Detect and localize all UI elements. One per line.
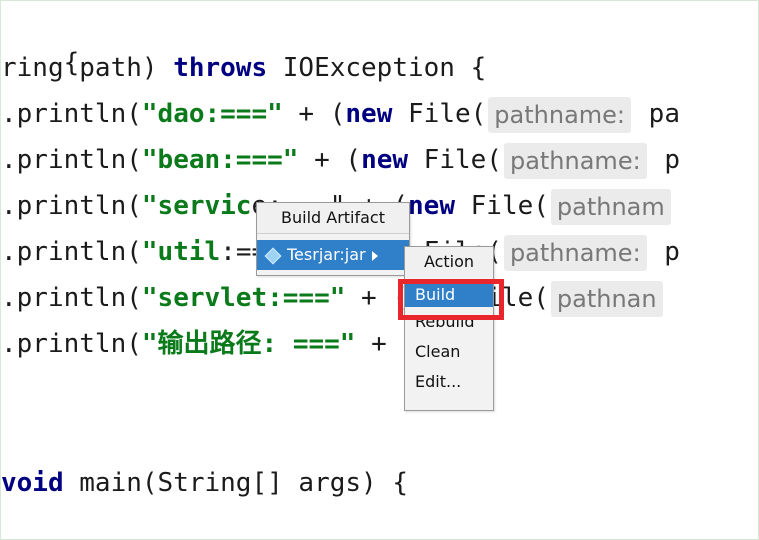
parameter-hint: pathname:: [503, 234, 647, 271]
action-popup: Action Build Rebuild Clean Edit...: [404, 246, 494, 411]
parameter-hint: pathname:: [488, 96, 632, 133]
string-literal: "servic: [141, 191, 252, 221]
code-text: .println(: [1, 283, 142, 313]
code-text: .println(: [1, 237, 142, 267]
action-item-clean[interactable]: Clean: [415, 342, 461, 361]
build-artifact-popup: Build Artifact Tesrjar:jar: [256, 202, 410, 276]
keyword: new: [408, 191, 455, 221]
code-text: + (: [282, 99, 346, 129]
code-text: pa: [633, 99, 680, 129]
build-artifact-title: Build Artifact: [257, 203, 409, 234]
code-text: .println(: [1, 99, 142, 129]
code-text: File(: [392, 99, 487, 129]
string-literal: "servlet:===": [141, 283, 346, 313]
artifact-item-tesrjar[interactable]: Tesrjar:jar: [257, 240, 409, 270]
string-literal: "dao:===": [141, 99, 283, 129]
code-text: ring path): [1, 53, 174, 83]
code-text: p: [648, 145, 680, 175]
code-line-2: ring path) throws IOException {: [1, 48, 486, 88]
keyword: throws: [173, 53, 268, 83]
parameter-hint: pathnam: [550, 188, 671, 225]
action-item-build[interactable]: Build: [405, 283, 493, 307]
code-text: p: [648, 237, 680, 267]
code-line-4: .println("bean:===" + (new File(pathname…: [1, 140, 680, 180]
code-line-7: .println("servlet:===" + (new File(pathn…: [1, 278, 665, 318]
parameter-hint: pathname:: [503, 142, 647, 179]
code-text: + (: [298, 145, 362, 175]
code-text: main(String[] args) {: [63, 468, 408, 498]
parameter-hint: pathnan: [550, 280, 663, 317]
code-text: File(: [454, 191, 549, 221]
highlight-box: [398, 279, 504, 320]
code-text: IOException {: [267, 53, 487, 83]
code-text: File(: [408, 145, 502, 175]
code-text: .println(: [1, 191, 142, 221]
submenu-arrow-icon: [371, 250, 378, 261]
keyword: new: [361, 145, 409, 175]
brace: {: [63, 48, 80, 78]
string-literal: "bean:===": [141, 145, 299, 175]
keyword: new: [345, 99, 393, 129]
artifact-icon: [264, 247, 282, 264]
code-text: .println(: [1, 145, 142, 175]
code-line-9: void main(String[] args) {: [1, 463, 408, 503]
code-text: .println(: [1, 329, 142, 359]
keyword: void: [1, 468, 64, 498]
action-item-edit[interactable]: Edit...: [415, 372, 462, 391]
string-literal: "util: [141, 237, 221, 267]
artifact-item-label: Tesrjar:jar: [287, 245, 366, 264]
string-literal: "输出路径: ===": [141, 329, 356, 359]
code-line-1: {: [1, 3, 80, 78]
code-line-3: .println("dao:===" + (new File(pathname:…: [1, 94, 680, 134]
action-title: Action: [405, 247, 493, 277]
